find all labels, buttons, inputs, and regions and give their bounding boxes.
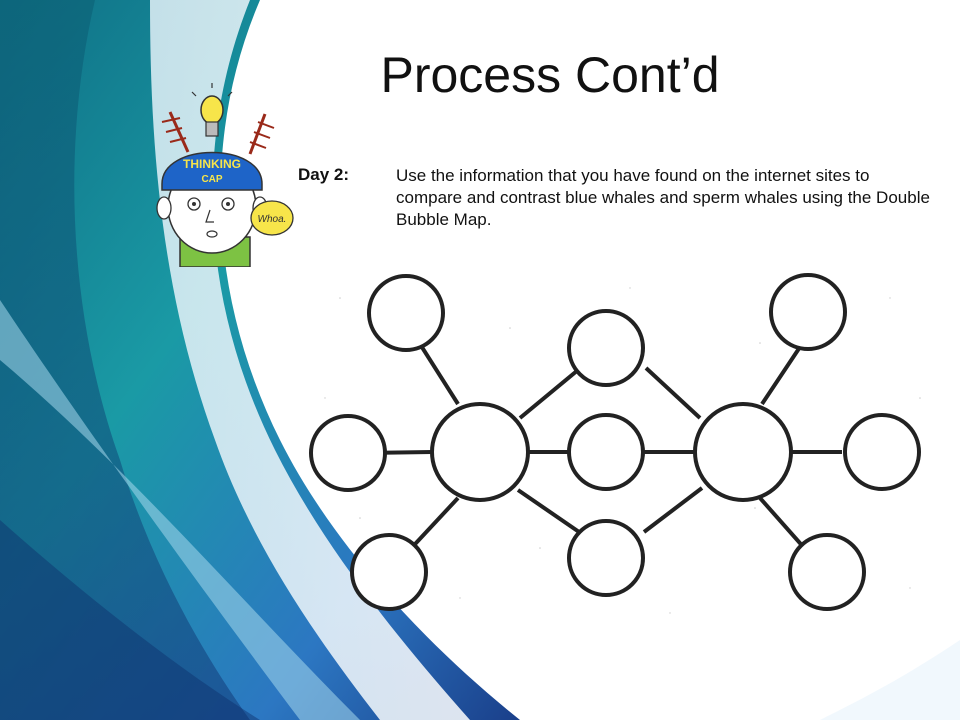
bubble-bottom-right <box>788 533 866 611</box>
bubble-top-left <box>367 274 445 352</box>
bubble-bottom-left <box>350 533 428 611</box>
bubble-left <box>309 414 387 492</box>
thinking-cap-kid-icon: THINKING CAP Whoa. <box>156 83 294 267</box>
day-label: Day 2: <box>298 165 350 184</box>
hat-text-2: CAP <box>201 174 222 185</box>
bubble-middle <box>567 413 645 491</box>
connector <box>516 488 584 536</box>
slide-title: Process Cont’d <box>380 47 720 103</box>
connector <box>518 368 580 420</box>
bubble-right <box>843 413 921 491</box>
connector <box>642 486 704 534</box>
bubble-center-left-large <box>430 402 530 502</box>
day-instructions: Use the information that you have found … <box>396 166 930 229</box>
bubble-bottom-middle <box>567 519 645 597</box>
double-bubble-map <box>309 273 921 614</box>
speech-text: Whoa. <box>258 214 287 225</box>
bubble-top-middle <box>567 309 645 387</box>
connector <box>644 366 702 420</box>
bubble-top-right <box>769 273 847 351</box>
bubble-center-right-large <box>693 402 793 502</box>
hat-text-1: THINKING <box>183 157 241 171</box>
